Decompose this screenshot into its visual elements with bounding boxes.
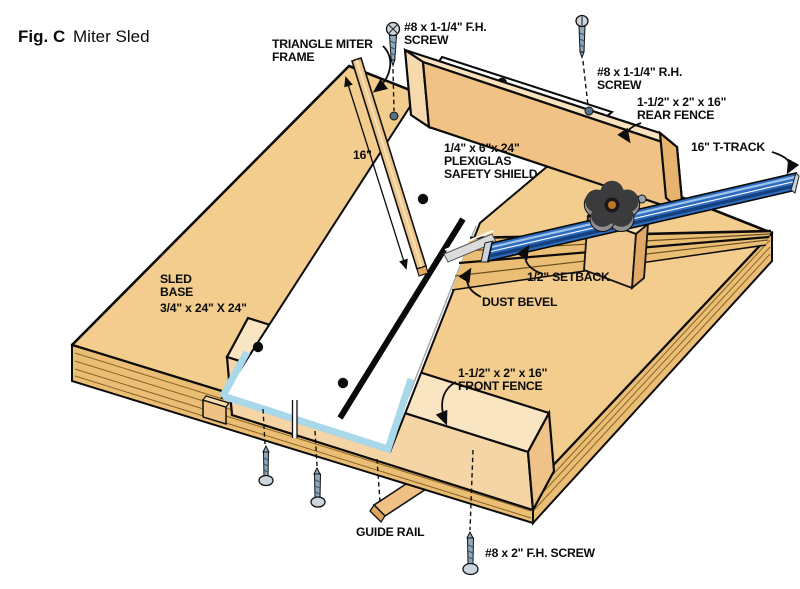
arrow-rear-fence: [617, 122, 642, 144]
label-safety-shield: 1/4" x 6"x 24": [444, 141, 520, 155]
screw-fh-top-icon: [385, 21, 401, 121]
screw-fh-bottom-icon: [376, 449, 479, 576]
label-sled-base: 3/4" x 24" X 24": [160, 301, 247, 315]
label-front-fence: 1-1/2" x 2" x 16": [458, 366, 547, 380]
label-screw-rh: #8 x 1-1/4" R.H.: [597, 65, 682, 79]
arrow-front-fence: [435, 381, 457, 426]
kerf-slot: [291, 400, 298, 438]
shield-screw-hole: [417, 193, 429, 205]
label-rear-fence: REAR FENCE: [637, 108, 714, 122]
label-sled-base: SLED: [160, 272, 192, 286]
label-triangle-miter-frame: TRIANGLE MITER: [272, 37, 373, 51]
shield-screw-hole: [252, 341, 264, 353]
label-sled-base: BASE: [160, 285, 193, 299]
screw-base-b-icon: [310, 430, 326, 508]
arrow-dust-bevel: [458, 267, 482, 298]
label-screw-fh-bottom: #8 x 2" F.H. SCREW: [485, 546, 596, 560]
t-track: [480, 171, 800, 263]
star-knob: [583, 180, 641, 232]
label-screw-rh: SCREW: [597, 78, 642, 92]
screw-rh-icon: [575, 14, 594, 116]
label-screw-fh-top: #8 x 1-1/4" F.H.: [404, 20, 487, 34]
frame-dimension-arrow: [344, 76, 408, 270]
t-track-end-cap: [790, 172, 800, 194]
knob-center: [608, 201, 616, 209]
label-setback: 1/2" SETBACK: [527, 270, 610, 284]
leader-arrows: [372, 45, 800, 426]
arrow-triangle-frame: [372, 45, 392, 93]
guide-rail-left-end: [202, 395, 230, 426]
shield-screw-hole: [337, 377, 349, 389]
shield-blue-edging: [219, 350, 415, 454]
figure-title: Miter Sled: [73, 27, 150, 46]
label-t-track: 16" T-TRACK: [691, 140, 765, 154]
arrow-setback: [516, 244, 544, 275]
label-triangle-miter-frame: FRAME: [272, 50, 314, 64]
label-guide-rail: GUIDE RAIL: [356, 525, 425, 539]
sled-base-edge-right: [532, 230, 773, 526]
saw-kerf: [337, 217, 466, 420]
figure-tag: Fig. C: [18, 27, 65, 46]
label-safety-shield: SAFETY SHIELD: [444, 167, 538, 181]
label-safety-shield: PLEXIGLAS: [444, 154, 511, 168]
screw-base-a-icon: [258, 408, 274, 487]
label-screw-fh-top: SCREW: [404, 33, 449, 47]
label-frame-dimension: 16": [353, 148, 372, 162]
label-rear-fence: 1-1/2" x 2" x 16": [637, 95, 726, 109]
rear-fence: [403, 47, 685, 215]
label-front-fence: FRONT FENCE: [458, 379, 543, 393]
label-dust-bevel: DUST BEVEL: [482, 295, 558, 309]
arrow-t-track: [771, 151, 800, 175]
